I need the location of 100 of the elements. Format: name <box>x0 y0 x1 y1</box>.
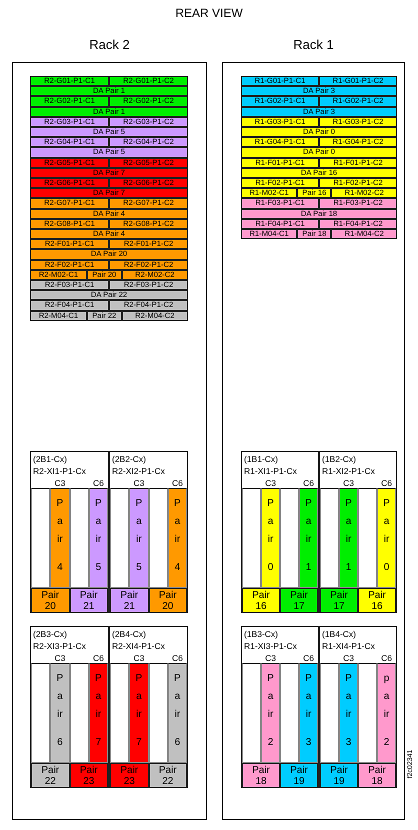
patch-panel <box>319 451 397 613</box>
pair-number: 5 <box>94 562 102 573</box>
empty-slot <box>358 488 377 588</box>
pair-number: 7 <box>94 737 102 748</box>
pair-tab: Pair 19 <box>280 763 318 788</box>
panel-id-text: (2B4-Cx) <box>112 629 146 639</box>
empty-slot <box>242 663 261 763</box>
pair-tab: Pair 16 <box>358 588 396 613</box>
pair-tab: Pair 20 <box>31 588 70 613</box>
column-label: C6 <box>302 653 315 663</box>
patch-panel <box>109 451 188 613</box>
column-label: C6 <box>92 478 105 488</box>
panel-name-text: R2-XI1-P1-Cx <box>33 466 86 476</box>
pair-text: Pair <box>345 672 352 722</box>
diagram-title: REAR VIEW <box>174 6 244 20</box>
column-label: C3 <box>132 478 146 488</box>
pair-strip <box>339 663 358 763</box>
pair-strip <box>339 488 358 588</box>
panel-name-text: R1-XI2-P1-Cx <box>322 466 375 476</box>
pair-text: Pair <box>174 672 181 722</box>
pair-strip <box>88 488 108 588</box>
pair-text: Pair <box>135 672 142 722</box>
empty-slot <box>280 488 299 588</box>
pair-strip <box>299 488 318 588</box>
empty-slot <box>31 488 50 588</box>
empty-slot <box>70 488 89 588</box>
panel-id-text: (2B2-Cx) <box>112 454 146 464</box>
panel-name-text: R2-XI4-P1-Cx <box>112 641 165 651</box>
pair-number: 6 <box>56 737 64 748</box>
pair-strip <box>88 663 108 763</box>
pair-text: Pair <box>345 497 352 547</box>
patch-panel <box>241 626 319 788</box>
patch-panel <box>30 451 109 613</box>
pair-strip <box>50 663 70 763</box>
panel-name-text: R1-XI3-P1-Cx <box>244 641 297 651</box>
patch-panel <box>319 626 397 788</box>
panel-id-text: (1B2-Cx) <box>322 454 356 464</box>
pair-text: Pair <box>56 497 64 547</box>
pair-strip <box>168 488 187 588</box>
panel-name-text: R2-XI2-P1-Cx <box>112 466 165 476</box>
column-label: C6 <box>170 653 184 663</box>
pair-number: 0 <box>266 562 274 573</box>
pair-tab: Pair 22 <box>148 763 187 788</box>
empty-slot <box>320 488 339 588</box>
pair-tab: Pair 17 <box>280 588 318 613</box>
column-label: C3 <box>342 653 355 663</box>
pair-number: 2 <box>266 737 274 748</box>
pair-text: Pair <box>56 672 64 722</box>
pair-number: 3 <box>344 737 352 748</box>
panel-name-text: R1-XI4-P1-Cx <box>322 641 375 651</box>
pair-strip <box>129 488 148 588</box>
pair-text: Pair <box>305 672 312 722</box>
pair-tab: Pair 21 <box>110 588 148 613</box>
column-label: C6 <box>302 478 315 488</box>
panel-id-text: (1B1-Cx) <box>244 454 278 464</box>
pair-number: 6 <box>174 737 182 748</box>
pair-text: Pair <box>305 497 312 547</box>
panel-id-text: (2B1-Cx) <box>33 454 68 464</box>
empty-slot <box>148 663 168 763</box>
panel-name-text: R1-XI1-P1-Cx <box>244 466 297 476</box>
rack-heading: Rack 1 <box>292 37 335 52</box>
column-label: C3 <box>53 653 66 663</box>
column-label: C3 <box>264 478 277 488</box>
pair-tab: Pair 17 <box>320 588 358 613</box>
pair-text: Pair <box>94 672 102 722</box>
pair-strip <box>377 488 396 588</box>
column-label: C6 <box>170 478 184 488</box>
pair-tab: Pair 16 <box>242 588 280 613</box>
pair-text: Pair <box>94 497 102 547</box>
empty-slot <box>280 663 299 763</box>
patch-panel <box>30 626 109 788</box>
column-label: C3 <box>132 653 146 663</box>
rack-heading: Rack 2 <box>88 37 131 52</box>
panel-id-text: (1B4-Cx) <box>322 629 356 639</box>
pair-number: 4 <box>174 562 182 573</box>
pair-text: Pair <box>267 497 274 547</box>
pair-text: Pair <box>383 497 390 547</box>
pair-text: Pair <box>267 672 274 722</box>
empty-slot <box>31 663 50 763</box>
pair-strip <box>129 663 148 763</box>
pair-number: 1 <box>304 562 312 573</box>
empty-slot <box>320 663 339 763</box>
pair-tab: Pair 18 <box>358 763 396 788</box>
pair-text: Pair <box>135 497 142 547</box>
column-label: C3 <box>53 478 66 488</box>
pair-strip <box>299 663 318 763</box>
pair-strip <box>168 663 187 763</box>
column-label: C6 <box>380 653 393 663</box>
column-label: C6 <box>380 478 393 488</box>
pair-number: 3 <box>304 737 312 748</box>
panel-id-text: (1B3-Cx) <box>244 629 278 639</box>
column-label: C3 <box>342 478 355 488</box>
pair-tab: Pair 19 <box>320 763 358 788</box>
empty-slot <box>110 663 130 763</box>
column-label: C3 <box>264 653 277 663</box>
patch-panel <box>241 451 319 613</box>
pair-strip <box>261 488 280 588</box>
pair-number: 4 <box>56 562 64 573</box>
empty-slot <box>358 663 377 763</box>
pair-number: 5 <box>135 562 143 573</box>
